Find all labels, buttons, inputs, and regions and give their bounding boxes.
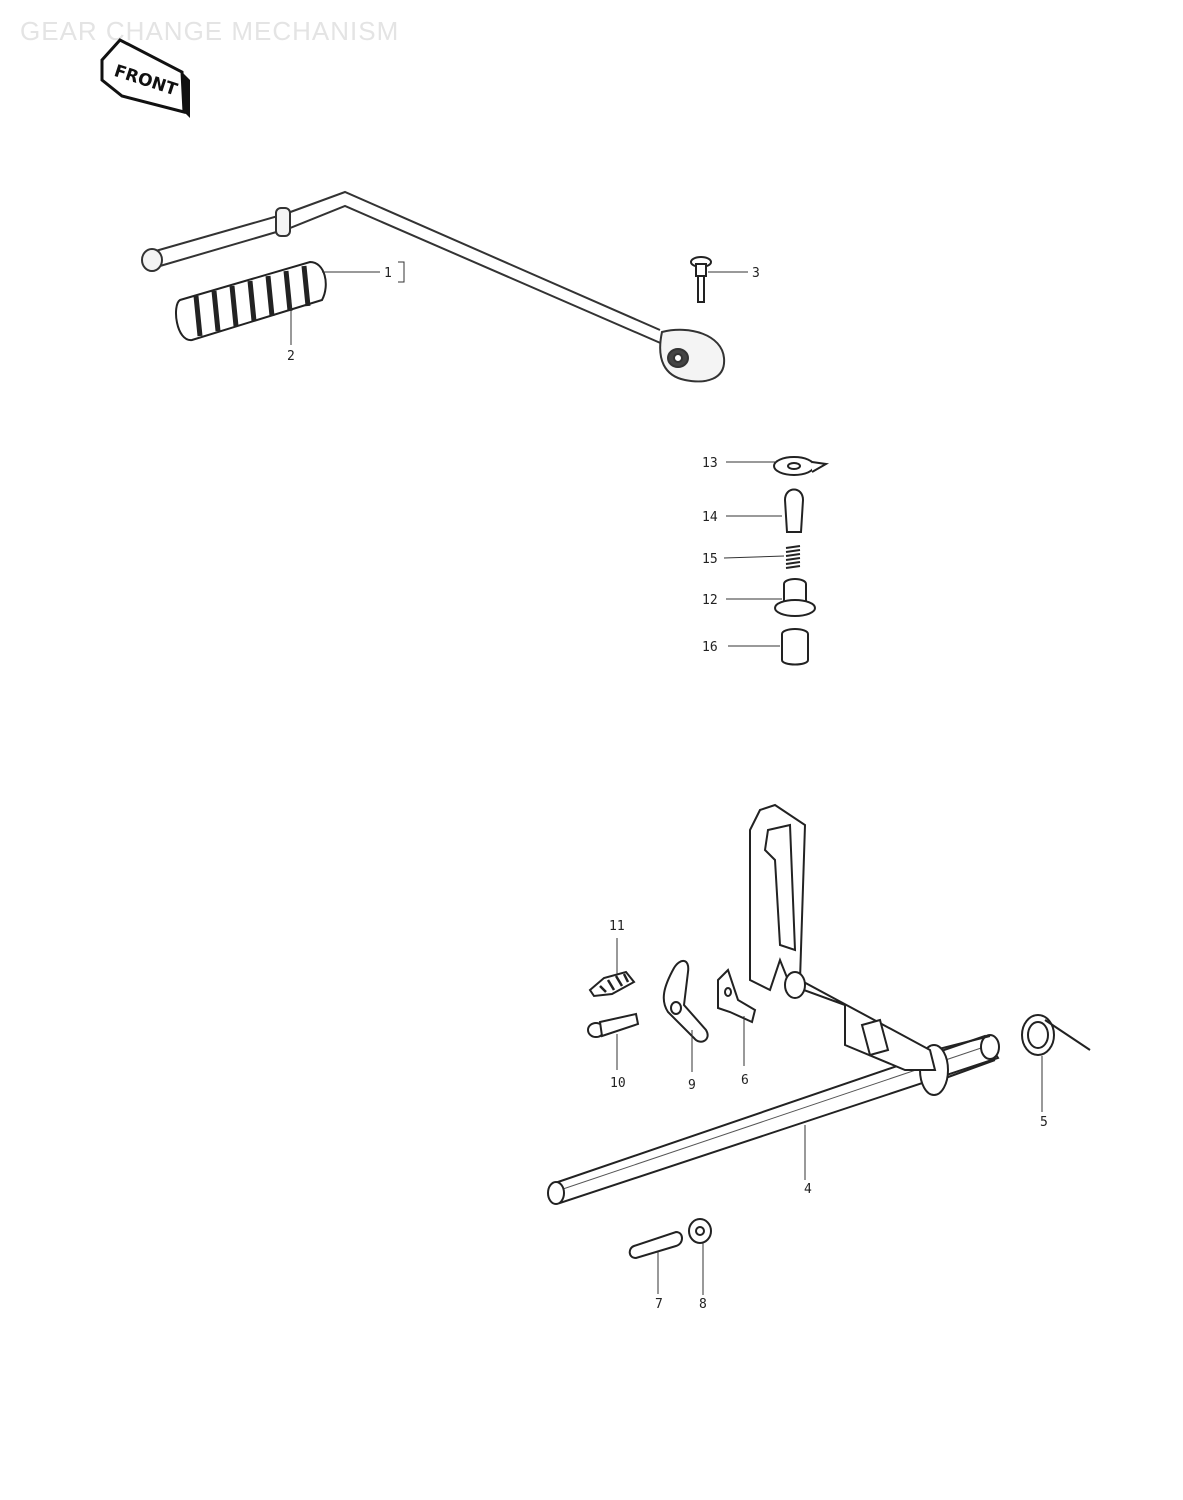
- callout-1: 1: [384, 266, 392, 281]
- return-spring-5: [1021, 1014, 1091, 1056]
- front-direction-arrow: FRONT: [100, 38, 190, 118]
- washer-13: [773, 456, 830, 476]
- leader-lines: [290, 261, 1043, 1295]
- callout-2: 2: [287, 349, 295, 364]
- bolt-10: [587, 1012, 640, 1038]
- pin-14: [783, 488, 805, 533]
- holder-12: [774, 578, 816, 617]
- callout-16: 16: [702, 640, 718, 655]
- callout-8: 8: [699, 1297, 707, 1312]
- callout-3: 3: [752, 266, 760, 281]
- spring-15: [785, 545, 801, 569]
- callout-11: 11: [609, 919, 625, 934]
- spring-11: [588, 970, 636, 998]
- callout-labels: 1 2 3 4 5 6 7 8 9 10 11 12 13 14 15 16: [287, 266, 1048, 1312]
- callout-5: 5: [1040, 1115, 1048, 1130]
- pedal-bolt: [690, 256, 712, 303]
- callout-13: 13: [702, 456, 718, 471]
- callout-4: 4: [804, 1182, 812, 1197]
- callout-6: 6: [741, 1073, 749, 1088]
- diagram-title: GEAR CHANGE MECHANISM: [20, 16, 400, 46]
- pin-7: [628, 1230, 683, 1260]
- callout-12: 12: [702, 593, 718, 608]
- collar-16: [781, 628, 809, 666]
- shift-pedal-lever: [141, 190, 726, 383]
- callout-15: 15: [702, 552, 718, 567]
- shift-arm: [749, 803, 937, 1071]
- link-plate-6: [717, 968, 757, 1024]
- shift-shaft: [547, 1034, 1000, 1205]
- nut-8: [688, 1218, 712, 1244]
- callout-10: 10: [610, 1076, 626, 1091]
- pawl-lever-9: [662, 960, 709, 1043]
- callout-9: 9: [688, 1078, 696, 1093]
- pedal-rubber: [175, 260, 327, 341]
- callout-14: 14: [702, 510, 718, 525]
- callout-7: 7: [655, 1297, 663, 1312]
